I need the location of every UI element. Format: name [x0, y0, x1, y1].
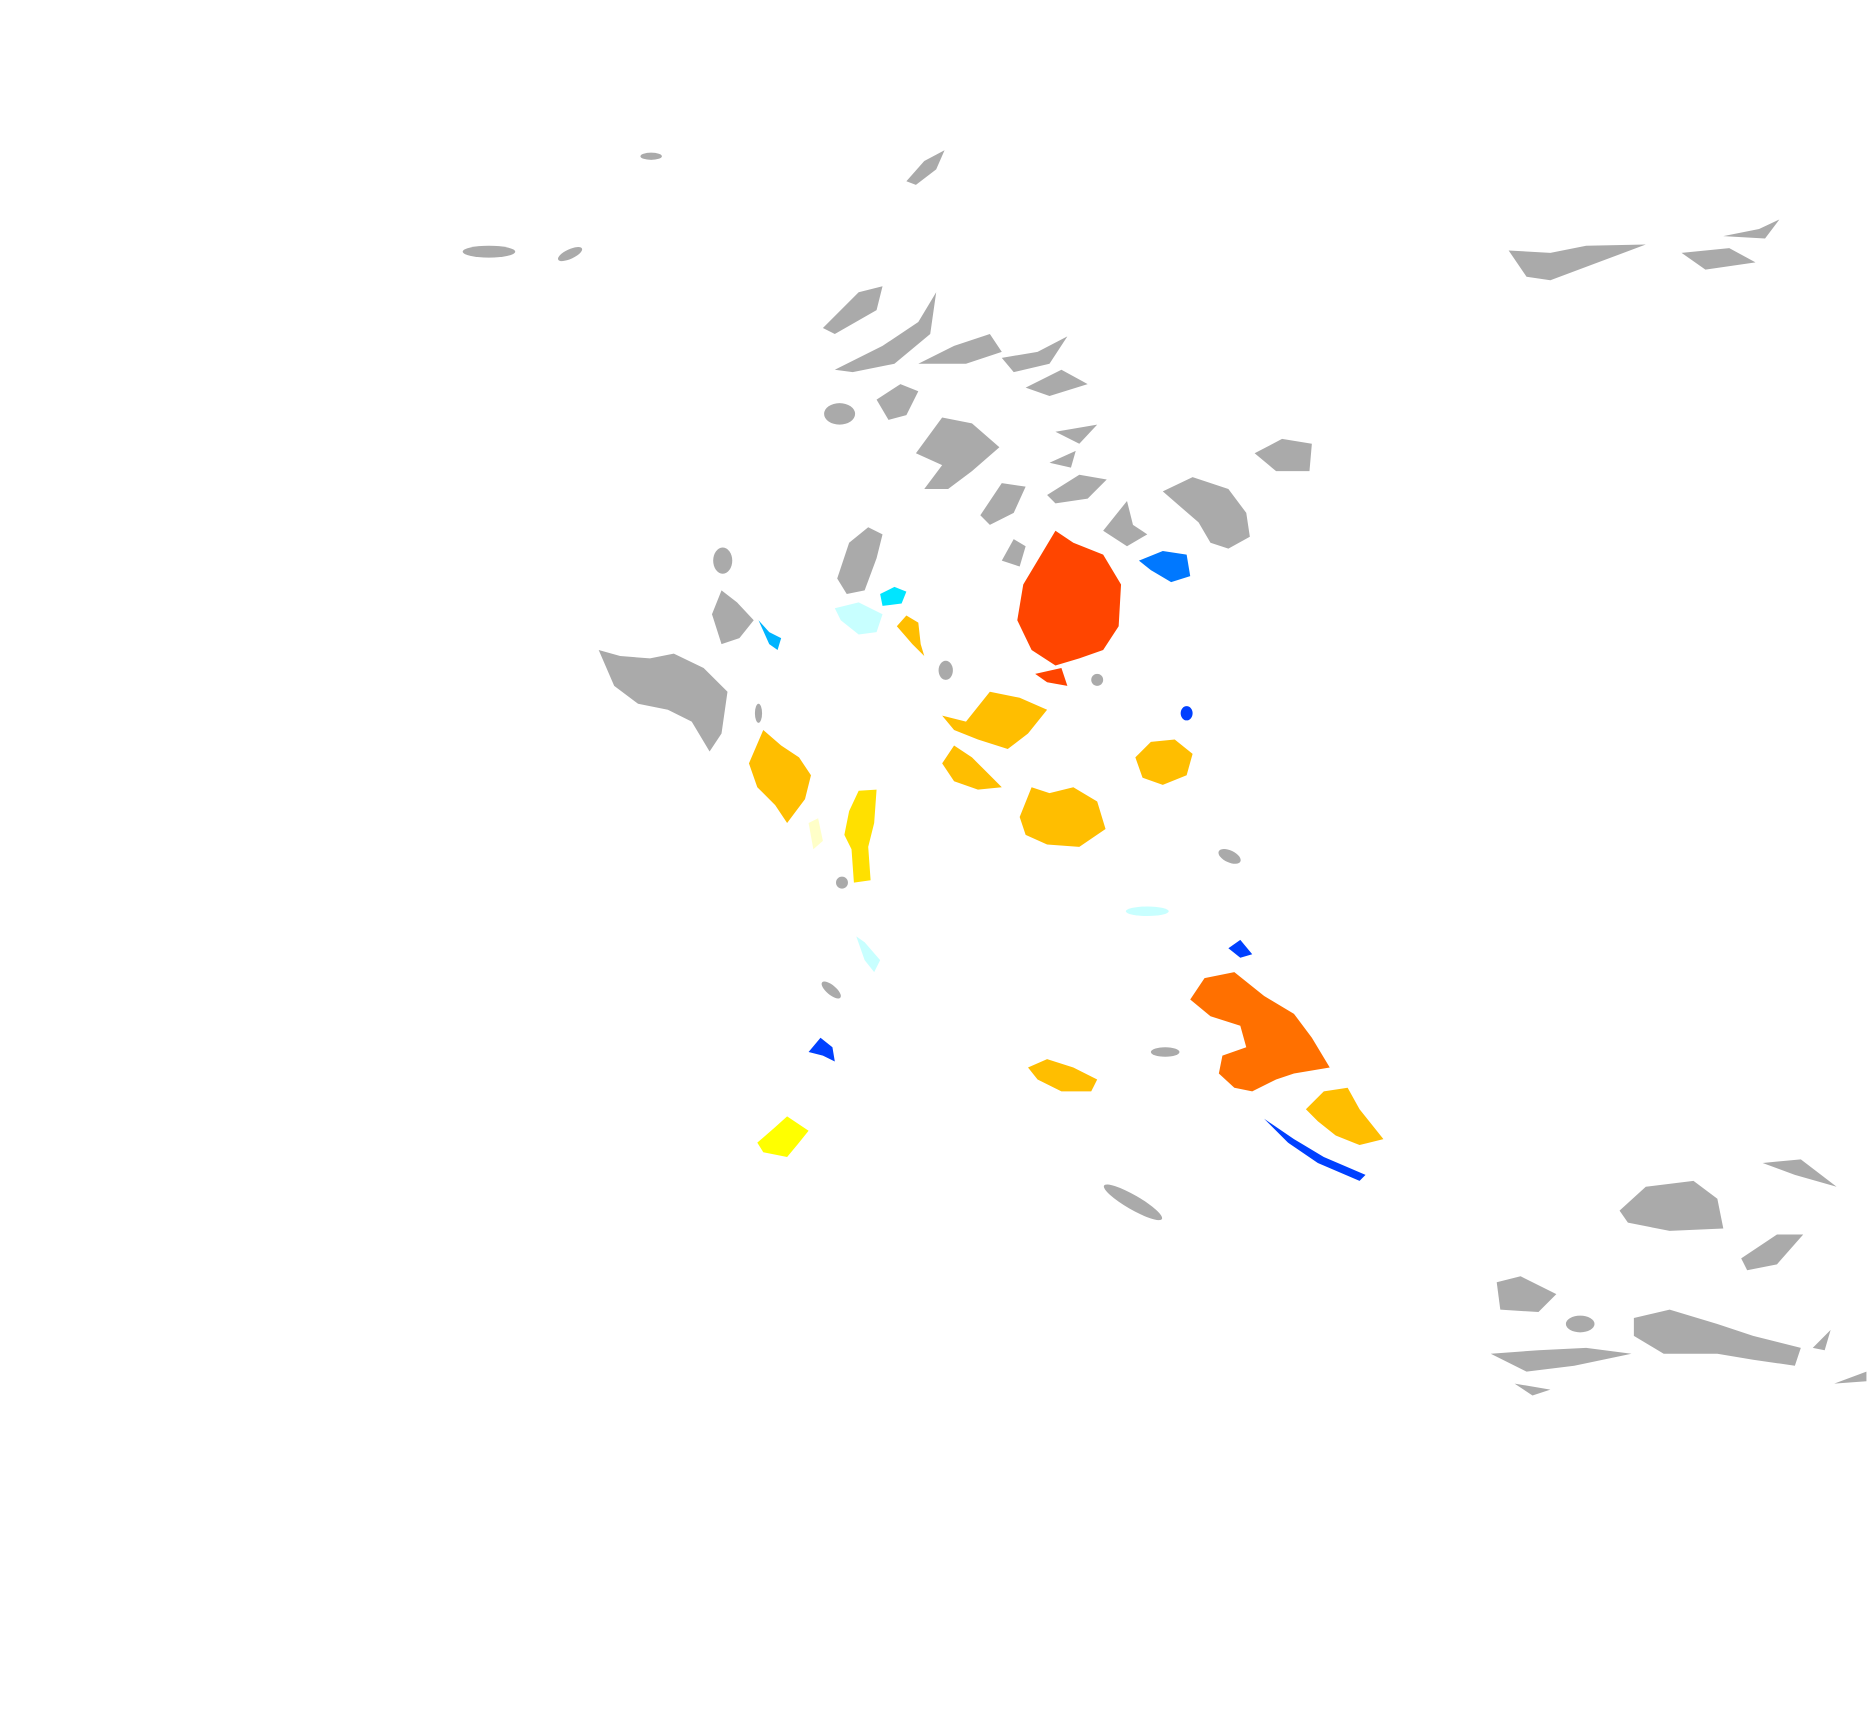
island [1035, 667, 1068, 686]
island [1812, 1329, 1831, 1351]
island [711, 590, 754, 645]
island [836, 876, 848, 889]
island [1055, 424, 1098, 444]
island [1028, 1059, 1098, 1092]
island [876, 384, 919, 420]
island [1190, 972, 1330, 1092]
island [1305, 1087, 1384, 1146]
island [834, 292, 937, 373]
island [558, 247, 583, 262]
island [1508, 244, 1646, 281]
island [1723, 219, 1780, 239]
island [1125, 906, 1169, 917]
island [1514, 1383, 1551, 1396]
island [1019, 787, 1106, 847]
island [821, 981, 841, 999]
island [822, 286, 883, 334]
island [808, 818, 823, 850]
island [1162, 477, 1250, 549]
island [938, 660, 953, 680]
island [1681, 248, 1756, 270]
island [906, 150, 945, 185]
island [1017, 530, 1122, 666]
island [1228, 939, 1253, 958]
gray-islands [462, 150, 1867, 1396]
island [1254, 438, 1312, 472]
island [758, 620, 782, 651]
island [1834, 1371, 1867, 1384]
island [598, 650, 728, 752]
island [1264, 1118, 1366, 1181]
island [1741, 1234, 1804, 1271]
island [918, 333, 1002, 364]
island [1001, 539, 1026, 567]
island [1047, 474, 1107, 504]
island [1103, 1184, 1163, 1221]
island [1490, 1347, 1632, 1372]
island [834, 602, 883, 635]
island [844, 789, 877, 883]
island [1091, 673, 1104, 686]
island [896, 615, 925, 657]
island [942, 691, 1048, 750]
island [1762, 1159, 1837, 1187]
island [1138, 551, 1191, 583]
colored-islands [748, 530, 1384, 1181]
island [880, 586, 907, 606]
island [1025, 369, 1088, 396]
island [757, 1116, 809, 1157]
island [462, 245, 516, 258]
island [1150, 1047, 1180, 1057]
island [1633, 1309, 1801, 1366]
island [942, 745, 1002, 790]
island [1218, 849, 1241, 864]
island [808, 1037, 835, 1062]
island [856, 936, 881, 973]
island [640, 152, 662, 160]
island [1565, 1315, 1595, 1333]
island [1103, 500, 1148, 547]
island [837, 527, 883, 594]
island [1135, 739, 1193, 785]
island [824, 403, 856, 425]
island [1049, 450, 1076, 468]
island [1496, 1276, 1557, 1313]
island [1180, 706, 1193, 721]
island [1001, 336, 1068, 373]
island [1619, 1180, 1724, 1231]
island [915, 417, 1000, 490]
island [748, 729, 811, 824]
island [754, 703, 763, 723]
island [713, 547, 733, 574]
island [980, 483, 1026, 525]
